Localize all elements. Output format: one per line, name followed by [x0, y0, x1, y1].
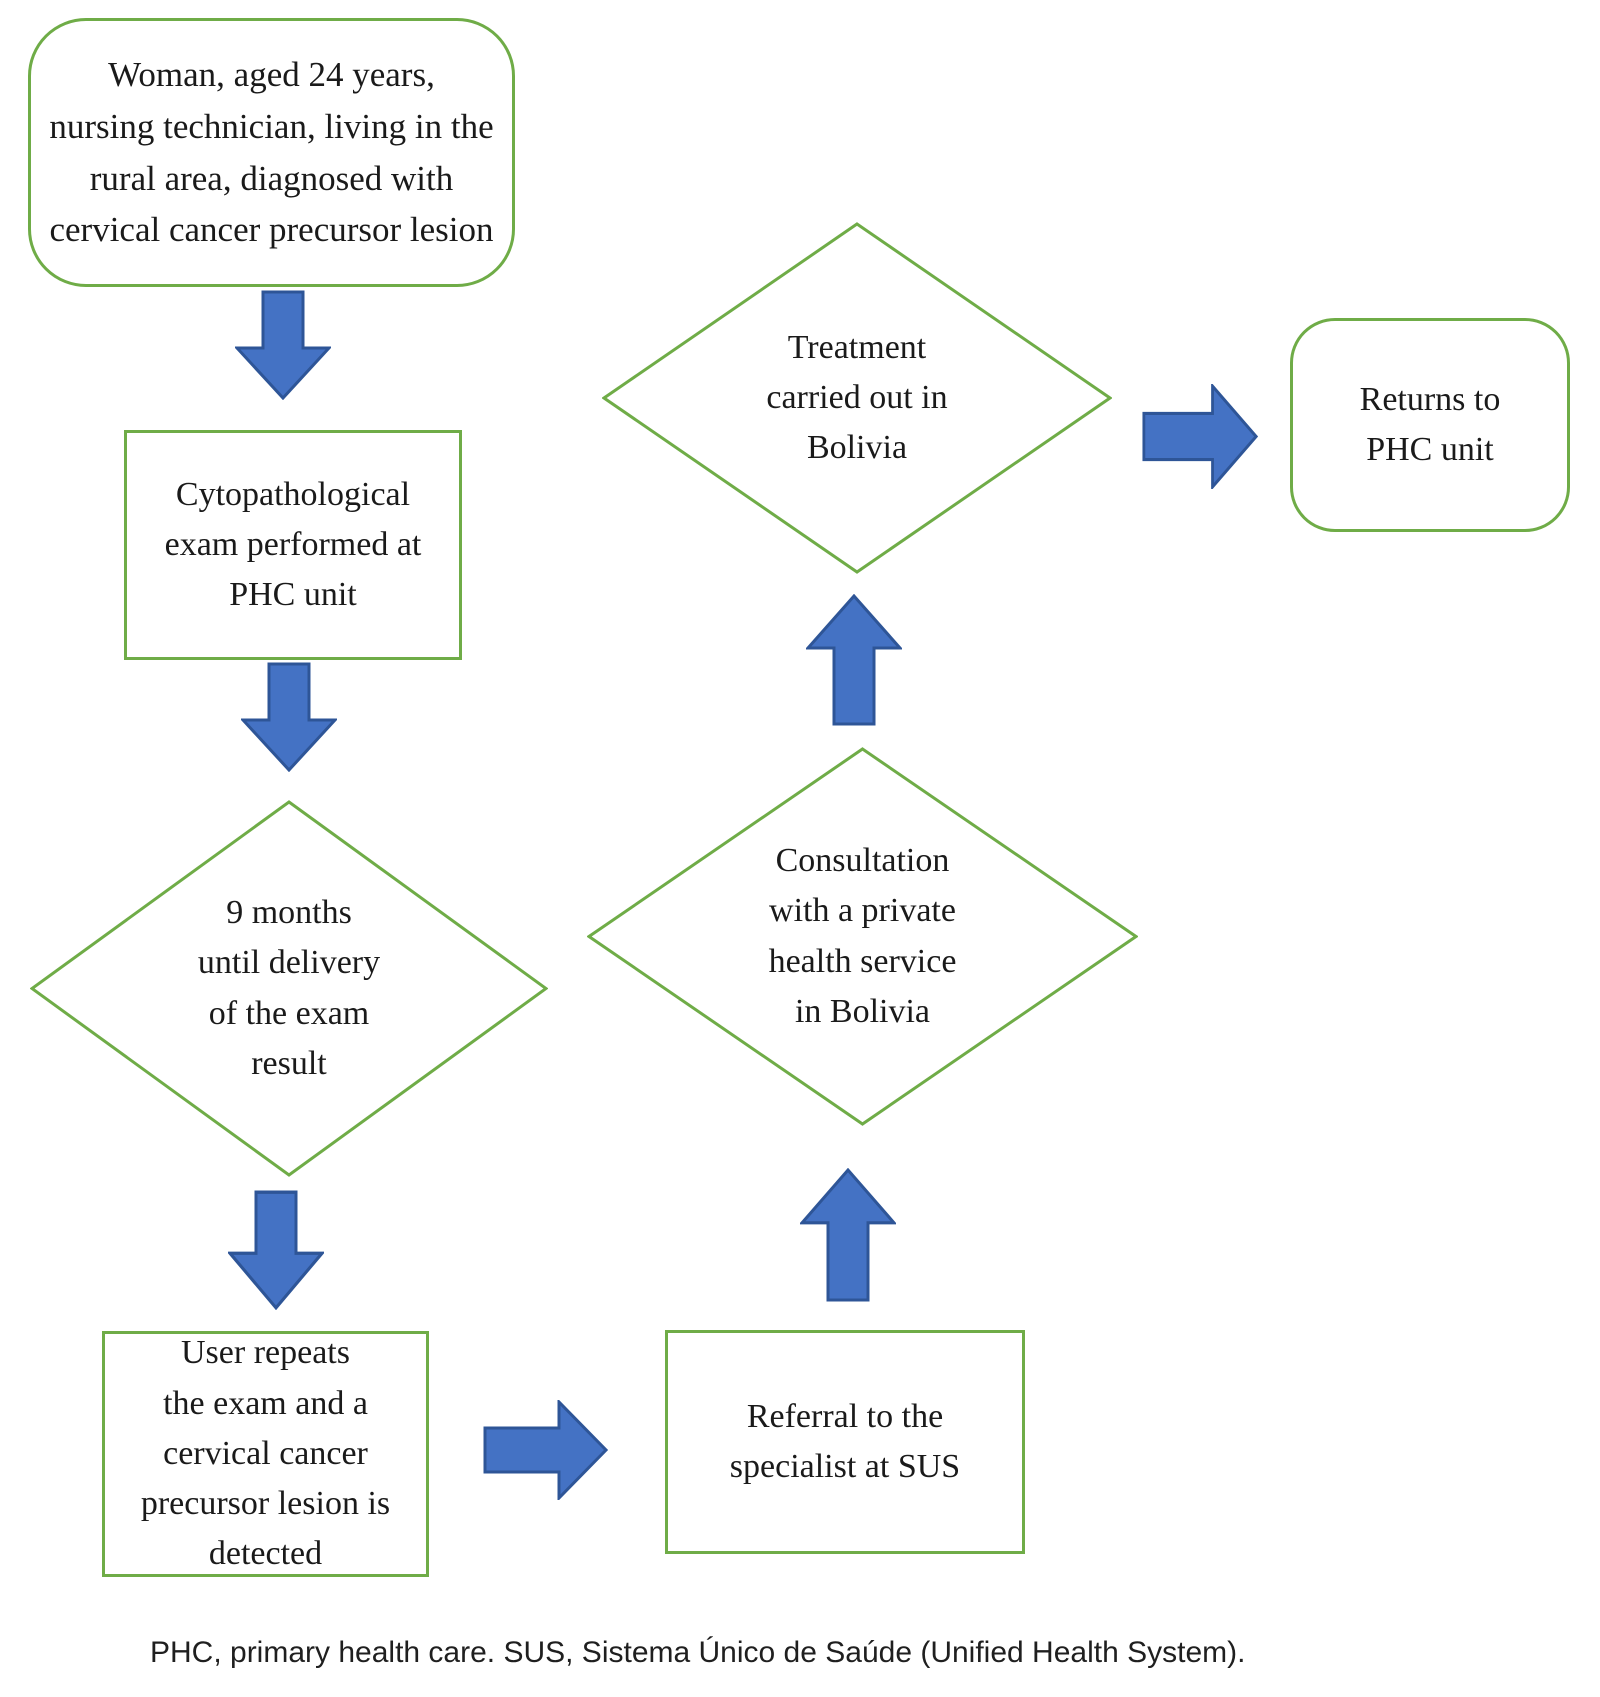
node-cytopathological-exam-label: Cytopathological exam performed at PHC u…	[164, 475, 422, 614]
arrow-up-icon	[806, 594, 902, 726]
node-user-repeats-exam: User repeats the exam and a cervical can…	[102, 1331, 429, 1577]
node-returns-phc: Returns to PHC unit	[1290, 318, 1570, 532]
arrow-right-icon	[483, 1400, 608, 1500]
node-user-repeats-exam-label: User repeats the exam and a cervical can…	[140, 1334, 391, 1573]
node-referral-specialist-label: Referral to the specialist at SUS	[729, 1397, 961, 1485]
node-nine-months-delay: 9 months until delivery of the exam resu…	[30, 800, 548, 1177]
node-start-label: Woman, aged 24 years, nursing technician…	[49, 54, 494, 250]
arrow-down-icon	[228, 1190, 324, 1310]
arrow-down-icon	[241, 662, 337, 772]
arrow-right-icon	[1142, 384, 1258, 489]
arrow-up-icon	[800, 1168, 896, 1302]
node-treatment-bolivia-label: Treatment carried out in Bolivia	[766, 328, 948, 467]
node-cytopathological-exam: Cytopathological exam performed at PHC u…	[124, 430, 462, 660]
node-returns-phc-label: Returns to PHC unit	[1359, 380, 1501, 468]
diamond-shape	[587, 747, 1138, 1126]
node-start-patient: Woman, aged 24 years, nursing technician…	[28, 18, 515, 287]
node-treatment-bolivia: Treatment carried out in Bolivia	[602, 222, 1112, 574]
diamond-shape	[602, 222, 1112, 574]
node-nine-months-delay-label: 9 months until delivery of the exam resu…	[197, 893, 381, 1082]
footnote-abbreviations: PHC, primary health care. SUS, Sistema Ú…	[150, 1636, 1246, 1669]
arrow-down-icon	[235, 290, 331, 400]
node-private-consultation: Consultation with a private health servi…	[587, 747, 1138, 1126]
node-private-consultation-label: Consultation with a private health servi…	[768, 841, 957, 1030]
diamond-shape	[30, 800, 548, 1177]
node-referral-specialist: Referral to the specialist at SUS	[665, 1330, 1025, 1554]
